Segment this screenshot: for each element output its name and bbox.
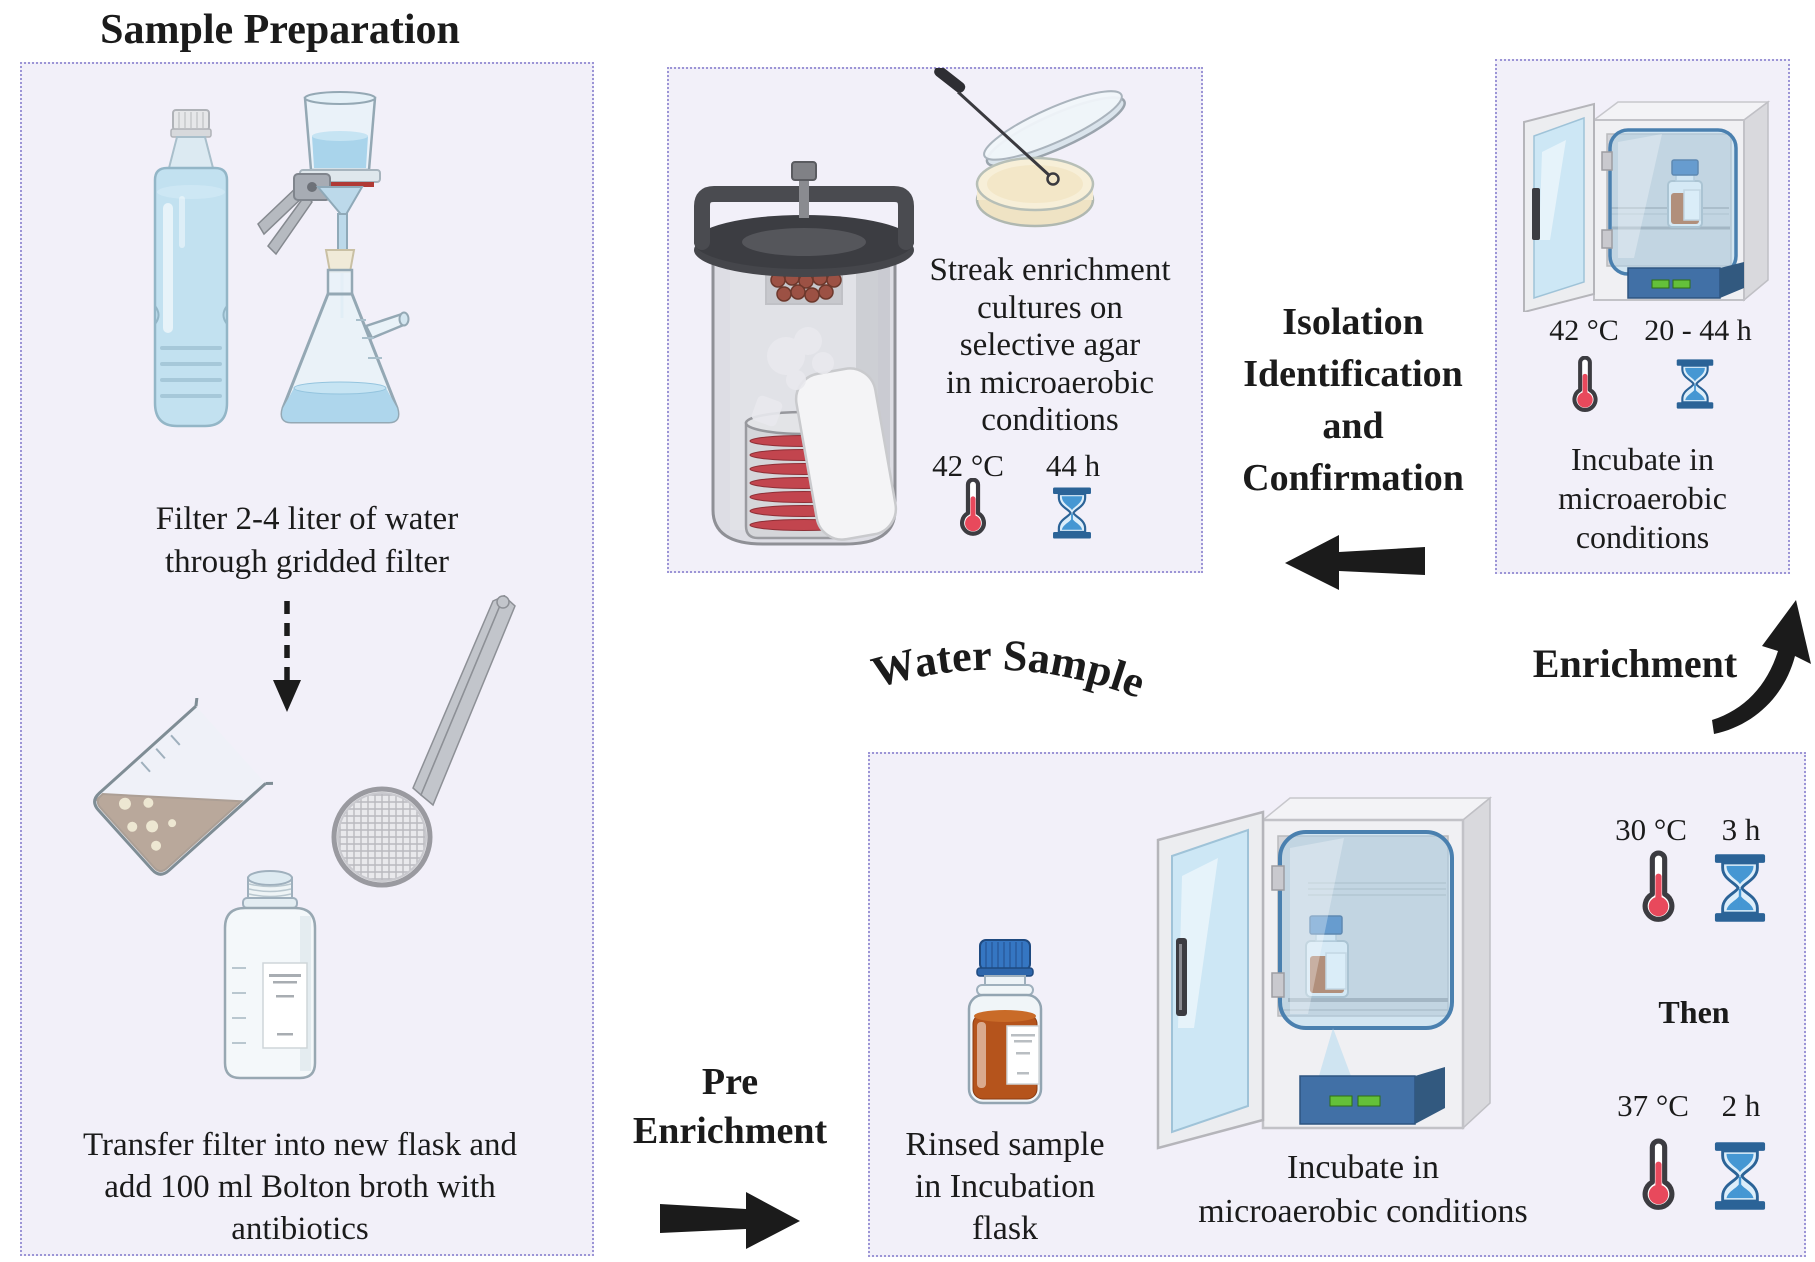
caption-transfer-filter: Transfer filter into new flask and add 1…: [82, 1127, 518, 1247]
step1-duration-label: 3 h: [1721, 812, 1761, 847]
pre-enrichment-label: Pre Enrichment: [632, 1061, 828, 1152]
streak-temperature-label: 42 °C: [932, 448, 1004, 483]
step2-temperature-label: 37 °C: [1617, 1088, 1689, 1123]
thermometer-icon: [960, 478, 986, 536]
rinsed-sample-bottle-illustration: [967, 939, 1043, 1105]
isolation-duration-label: 20 - 44 h: [1644, 314, 1752, 347]
thermometer-icon: [1572, 356, 1598, 412]
dashed-down-arrow-icon: [273, 601, 301, 712]
arrow-right-pre-enrichment-icon: [660, 1192, 800, 1249]
caption-pre-enrichment-incubate: Incubate in microaerobic conditions: [1198, 1149, 1528, 1230]
svg-text:Water Sample: Water Sample: [867, 631, 1152, 708]
caption-filter-water: Filter 2-4 liter of water through gridde…: [155, 501, 459, 580]
hourglass-icon: [1714, 1142, 1766, 1210]
tweezers-gridded-filter-illustration: [331, 595, 516, 888]
filtration-flask-illustration: [257, 91, 410, 424]
step2-duration-label: 2 h: [1721, 1088, 1761, 1123]
hourglass-icon: [1676, 359, 1714, 409]
streak-duration-label: 44 h: [1045, 448, 1101, 483]
caption-rinsed-sample: Rinsed sample in Incubation flask: [905, 1126, 1105, 1247]
then-label: Then: [1658, 994, 1730, 1030]
anaerobic-jar-illustration: [694, 161, 914, 546]
thermometer-icon: [1642, 1138, 1675, 1210]
arrow-left-isolation-icon: [1285, 535, 1425, 590]
step1-temperature-label: 30 °C: [1615, 812, 1687, 847]
pouring-beaker-illustration: [93, 698, 273, 876]
hourglass-icon: [1714, 854, 1766, 922]
caption-isolation-incubate: Incubate in microaerobic conditions: [1558, 441, 1727, 555]
incubator-illustration: [1156, 796, 1493, 1150]
isolation-stage-label: Isolation Identification and Confirmatio…: [1242, 301, 1464, 499]
curved-arrow-enrichment-icon: [1712, 600, 1811, 734]
water-bottle-illustration: [153, 109, 229, 428]
water-sample-label: Water Sample: [867, 631, 1152, 708]
enrichment-label: Enrichment: [1532, 641, 1738, 686]
streak-plate-loop-illustration: [934, 68, 1126, 228]
media-bottle-illustration: [223, 870, 317, 1080]
incubator-illustration: [1523, 100, 1771, 312]
isolation-temperature-label: 42 °C: [1549, 314, 1619, 347]
thermometer-icon: [1642, 850, 1675, 922]
page-title: Sample Preparation: [100, 7, 460, 53]
caption-streak: Streak enrichment cultures on selective …: [929, 252, 1171, 438]
hourglass-icon: [1053, 487, 1091, 539]
